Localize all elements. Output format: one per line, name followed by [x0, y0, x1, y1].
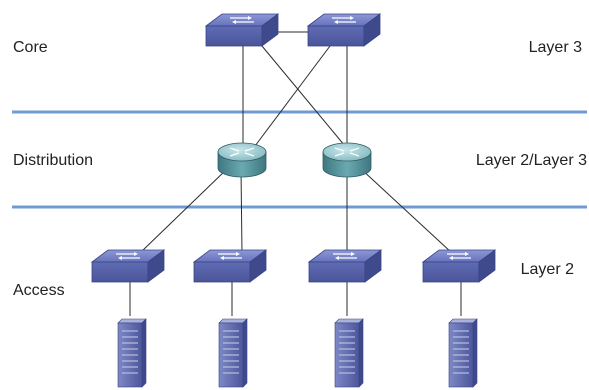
- link-core1-dist2: [261, 45, 346, 147]
- switch-icon: [193, 249, 267, 283]
- links: [129, 31, 462, 316]
- server-icon: [448, 318, 478, 388]
- link-dist1-access1: [139, 167, 229, 254]
- switch-icon: [422, 249, 496, 283]
- link-dist1-access2: [240, 169, 243, 254]
- distribution-layer-label: Layer 2/Layer 3: [476, 152, 587, 169]
- server-icon: [334, 318, 364, 388]
- switch-icon: [205, 13, 279, 47]
- router-icon: [322, 142, 372, 178]
- core-tier-label: Core: [13, 39, 48, 56]
- link-dist2-access4: [359, 167, 453, 254]
- server-icon: [117, 318, 147, 388]
- link-core2-dist1: [254, 45, 331, 147]
- server-icon: [218, 318, 248, 388]
- switch-icon: [91, 249, 165, 283]
- switch-icon: [308, 249, 382, 283]
- core-layer-label: Layer 3: [529, 39, 582, 56]
- distribution-tier-label: Distribution: [13, 152, 93, 169]
- access-tier-label: Access: [13, 282, 65, 299]
- access-layer-label: Layer 2: [521, 261, 574, 278]
- switch-icon: [307, 13, 381, 47]
- router-icon: [217, 142, 267, 178]
